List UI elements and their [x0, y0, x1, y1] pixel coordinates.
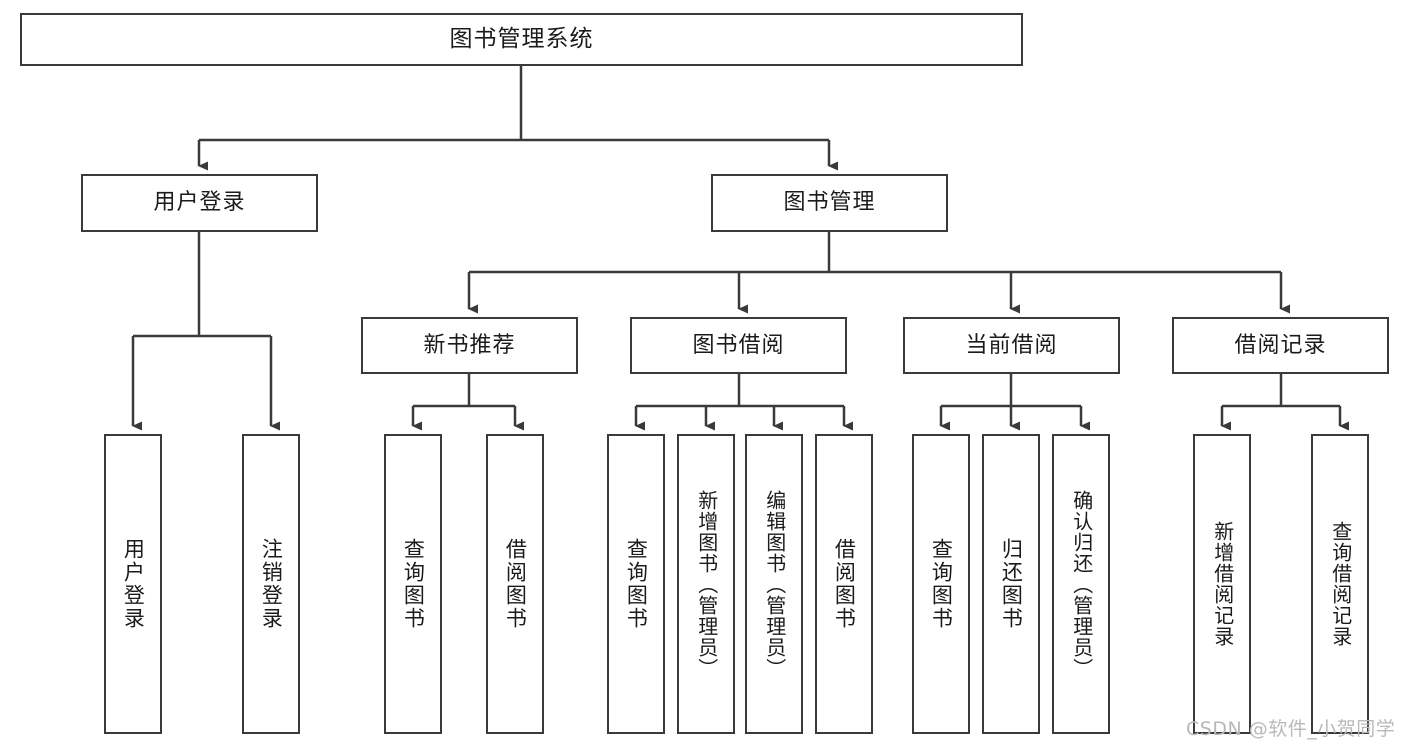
node-new-book-recommend[interactable]: 新书推荐	[361, 317, 578, 374]
node-label: 归还图书	[999, 538, 1024, 630]
node-label: 编辑图书（管理员）	[762, 489, 787, 679]
node-label: 图书管理系统	[449, 25, 594, 52]
node-label: 借阅图书	[832, 538, 857, 630]
node-label: 图书借阅	[692, 332, 785, 358]
node-label: 图书管理	[783, 190, 876, 216]
leaf-recommend-borrow-book[interactable]: 借阅图书	[486, 434, 544, 734]
leaf-borrow-query-book[interactable]: 查询图书	[607, 434, 665, 734]
leaf-current-return-book[interactable]: 归还图书	[982, 434, 1040, 734]
node-borrow-record[interactable]: 借阅记录	[1172, 317, 1389, 374]
leaf-borrow-add-book-admin[interactable]: 新增图书（管理员）	[677, 434, 735, 734]
leaf-record-add-record[interactable]: 新增借阅记录	[1193, 434, 1251, 734]
leaf-borrow-edit-book-admin[interactable]: 编辑图书（管理员）	[745, 434, 803, 734]
node-label: 查询图书	[401, 538, 426, 630]
leaf-borrow-borrow-book[interactable]: 借阅图书	[815, 434, 873, 734]
node-label: 新增图书（管理员）	[694, 489, 719, 679]
node-label: 新增借阅记录	[1210, 521, 1235, 647]
csdn-watermark: CSDN @软件_小贺同学	[1186, 718, 1396, 740]
node-label: 查询图书	[624, 538, 649, 630]
node-root-system[interactable]: 图书管理系统	[20, 13, 1023, 66]
leaf-record-query-record[interactable]: 查询借阅记录	[1311, 434, 1369, 734]
node-label: 当前借阅	[965, 332, 1058, 358]
node-label: 借阅图书	[503, 538, 528, 630]
node-book-borrow[interactable]: 图书借阅	[630, 317, 847, 374]
leaf-user-login-signout[interactable]: 注销登录	[242, 434, 300, 734]
node-label: 新书推荐	[423, 332, 516, 358]
node-label: 用户登录	[121, 538, 146, 630]
node-label: 查询图书	[929, 538, 954, 630]
node-label: 注销登录	[259, 538, 284, 630]
node-user-login[interactable]: 用户登录	[81, 174, 318, 232]
node-book-management[interactable]: 图书管理	[711, 174, 948, 232]
node-label: 借阅记录	[1234, 332, 1327, 358]
leaf-current-confirm-return-admin[interactable]: 确认归还（管理员）	[1052, 434, 1110, 734]
leaf-recommend-query-book[interactable]: 查询图书	[384, 434, 442, 734]
node-label: 用户登录	[153, 190, 246, 216]
node-label: 查询借阅记录	[1328, 521, 1353, 647]
node-current-borrow[interactable]: 当前借阅	[903, 317, 1120, 374]
leaf-user-login-signin[interactable]: 用户登录	[104, 434, 162, 734]
node-label: 确认归还（管理员）	[1069, 489, 1094, 679]
leaf-current-query-book[interactable]: 查询图书	[912, 434, 970, 734]
